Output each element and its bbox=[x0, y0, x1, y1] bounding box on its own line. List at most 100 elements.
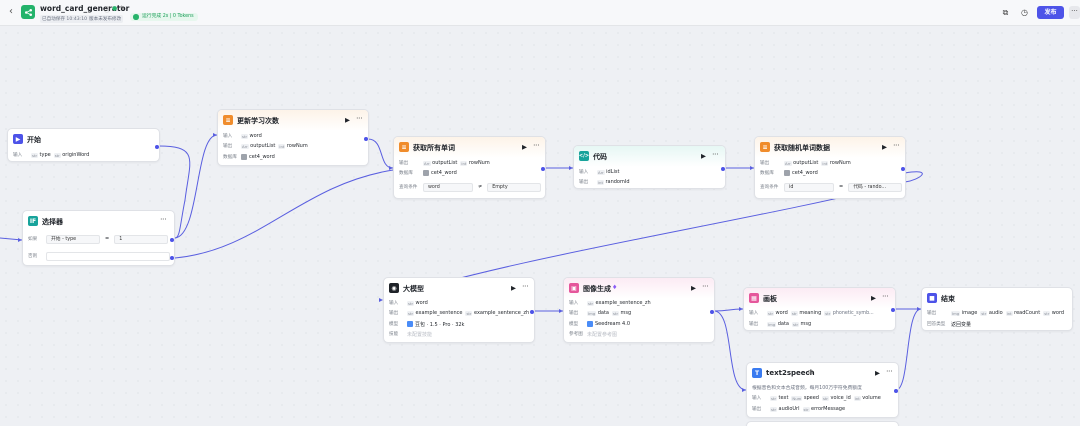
node-title: 更新学习次数 bbox=[237, 117, 279, 125]
image-icon: ▣ bbox=[569, 283, 579, 293]
autosave-time: 已自动保存 10:43:10 bbox=[40, 15, 90, 23]
condition-right[interactable]: 代码 - rando... bbox=[848, 182, 903, 192]
output-port-if[interactable] bbox=[170, 238, 174, 242]
run-icon[interactable]: ▶ bbox=[882, 143, 887, 151]
node-title: 选择器 bbox=[42, 218, 63, 226]
publish-button[interactable]: 发布 bbox=[1037, 6, 1064, 19]
run-status-text: 运行完成 2s | 0 Tokens bbox=[142, 14, 194, 19]
output-port[interactable] bbox=[155, 145, 159, 149]
run-icon[interactable]: ▶ bbox=[871, 294, 876, 302]
copy-icon[interactable]: ⧉ bbox=[1002, 8, 1009, 17]
flag-icon: ▶ bbox=[13, 134, 23, 144]
if-icon: IF bbox=[28, 216, 38, 226]
model-icon bbox=[407, 321, 413, 327]
success-check-icon bbox=[133, 14, 139, 20]
run-icon[interactable]: ▶ bbox=[875, 369, 880, 377]
condition-right[interactable]: Empty bbox=[487, 182, 542, 192]
row-label: 输入 bbox=[749, 311, 759, 316]
output-port[interactable] bbox=[530, 310, 534, 314]
top-bar: ‹ word_card_generator ⓘ ● ✎ 已自动保存 10:43:… bbox=[0, 0, 1080, 26]
condition-right[interactable]: 1 bbox=[114, 234, 169, 244]
edit-icon[interactable]: ✎ bbox=[120, 5, 126, 12]
history-icon[interactable]: ◷ bbox=[1021, 8, 1028, 17]
node-selector[interactable]: IF 选择器 ··· 如果 开始 - type = 1 否则 bbox=[22, 210, 175, 266]
row-label: 输入 bbox=[579, 170, 589, 175]
database-icon: ≡ bbox=[399, 142, 409, 152]
more-icon[interactable]: ··· bbox=[702, 282, 709, 291]
condition-operator: = bbox=[839, 184, 844, 190]
row-label: 输出 bbox=[569, 311, 579, 316]
output-port[interactable] bbox=[891, 308, 895, 312]
plugin-badge-icon: ⊞ bbox=[808, 369, 814, 376]
more-icon[interactable]: ··· bbox=[882, 292, 889, 301]
table-icon bbox=[241, 154, 247, 160]
row-label: 如果 bbox=[28, 237, 38, 242]
more-icon[interactable]: ··· bbox=[712, 150, 719, 159]
output-port[interactable] bbox=[721, 167, 725, 171]
node-title: 获取所有单词 bbox=[413, 144, 455, 152]
else-branch[interactable] bbox=[46, 251, 170, 261]
output-port[interactable] bbox=[541, 167, 545, 171]
row-label: 输入 bbox=[223, 134, 233, 139]
row-label: 输出 bbox=[399, 161, 409, 166]
row-label: 输出 bbox=[579, 180, 589, 185]
code-icon: </> bbox=[578, 151, 590, 161]
row-label: 模型 bbox=[569, 322, 579, 327]
row-label: 输出 bbox=[752, 407, 762, 412]
more-icon[interactable]: ··· bbox=[522, 282, 529, 291]
output-port[interactable] bbox=[901, 167, 905, 171]
row-label: 数据库 bbox=[760, 171, 774, 176]
back-icon[interactable]: ‹ bbox=[9, 6, 13, 17]
llm-icon: ◉ bbox=[389, 283, 399, 293]
node-title: 图像生成 bbox=[583, 285, 611, 293]
app-title: word_card_generator bbox=[40, 4, 130, 13]
run-status-badge[interactable]: 运行完成 2s | 0 Tokens bbox=[130, 13, 198, 21]
node-title: 结束 bbox=[941, 295, 955, 303]
run-icon[interactable]: ▶ bbox=[701, 152, 706, 160]
more-icon[interactable]: ··· bbox=[886, 367, 893, 376]
info-icon[interactable]: ⓘ bbox=[104, 7, 111, 14]
more-icon[interactable]: ··· bbox=[160, 215, 167, 224]
more-icon[interactable]: ··· bbox=[533, 141, 540, 150]
output-port[interactable] bbox=[894, 389, 898, 393]
more-icon[interactable]: ··· bbox=[356, 114, 363, 123]
condition-left[interactable]: word bbox=[423, 182, 473, 192]
more-options-button[interactable]: ··· bbox=[1069, 6, 1080, 19]
output-port[interactable] bbox=[364, 137, 368, 141]
condition-operator: = bbox=[105, 236, 110, 242]
row-label: 数据库 bbox=[399, 171, 413, 176]
row-label: 数据库 bbox=[223, 155, 237, 160]
row-label: 输出 bbox=[927, 311, 937, 316]
row-label: 查询条件 bbox=[760, 185, 779, 190]
node-partial[interactable] bbox=[746, 421, 899, 426]
condition-left[interactable]: id bbox=[784, 182, 834, 192]
row-label: 输入 bbox=[389, 301, 399, 306]
run-icon[interactable]: ▶ bbox=[345, 116, 350, 124]
row-label: 查询条件 bbox=[399, 185, 418, 190]
more-icon[interactable]: ··· bbox=[893, 141, 900, 150]
output-port[interactable] bbox=[710, 310, 714, 314]
run-icon[interactable]: ▶ bbox=[511, 284, 516, 292]
version-status: 版本未发布修改 bbox=[87, 15, 124, 23]
run-icon[interactable]: ▶ bbox=[691, 284, 696, 292]
check-icon: ● bbox=[112, 5, 118, 12]
row-label: 参考图 bbox=[569, 332, 583, 337]
run-icon[interactable]: ▶ bbox=[522, 143, 527, 151]
row-label: 模型 bbox=[389, 322, 399, 327]
output-port-else[interactable] bbox=[170, 256, 174, 260]
node-text2speech[interactable]: T text2speech ⊞ ▶ ··· 根据音色和文本合成音频，每月100万… bbox=[746, 362, 899, 418]
condition-left[interactable]: 开始 - type bbox=[46, 234, 100, 244]
database-icon: ≡ bbox=[223, 115, 233, 125]
row-label: 输出 bbox=[760, 161, 770, 166]
node-title: 获取随机单词数据 bbox=[774, 144, 830, 152]
